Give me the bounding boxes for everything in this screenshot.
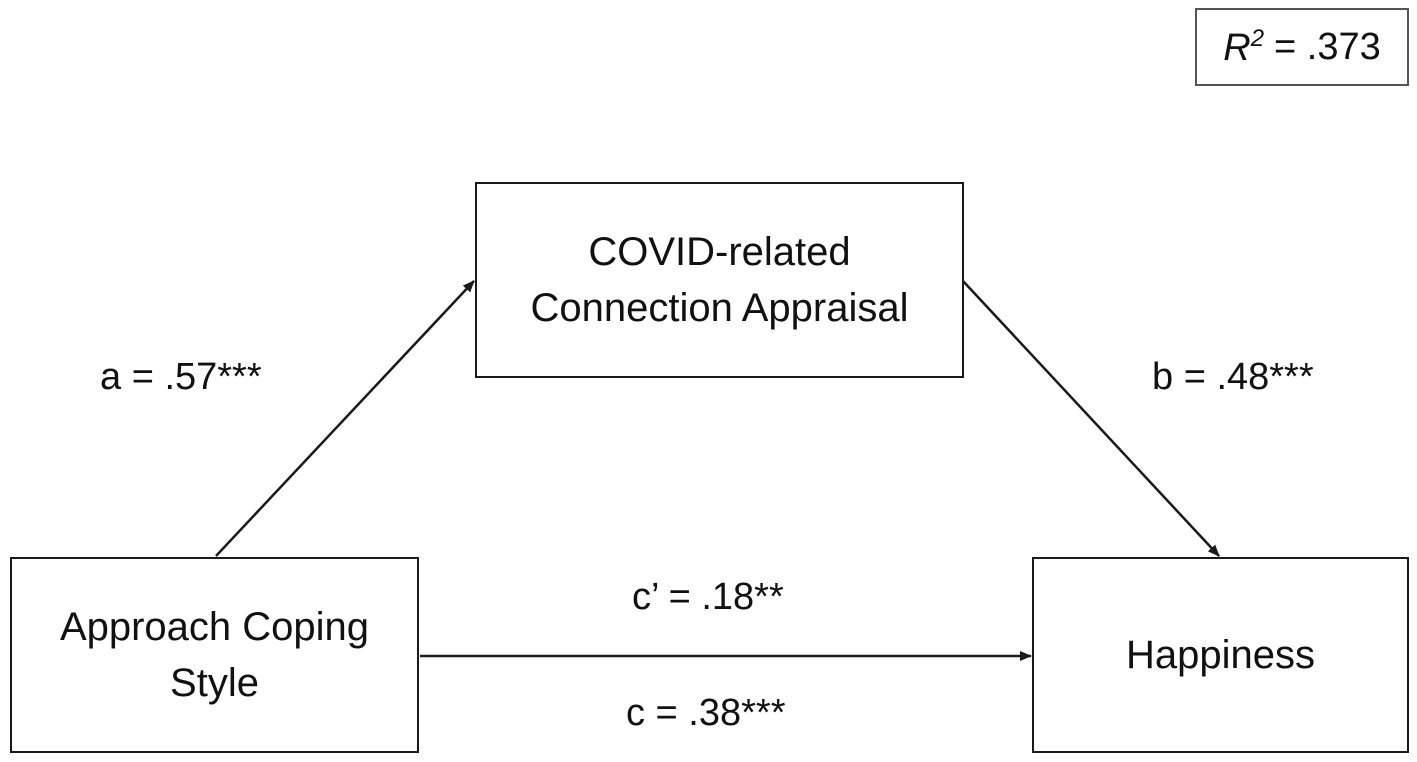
r-squared-value: = .373 <box>1274 25 1381 68</box>
r-squared-symbol: R2 <box>1223 24 1265 69</box>
predictor-box: Approach Coping Style <box>10 557 419 753</box>
mediator-label-line2: Connection Appraisal <box>530 286 909 330</box>
outcome-box: Happiness <box>1032 557 1409 753</box>
path-c-label: c = .38*** <box>626 692 786 734</box>
path-b-arrow <box>962 280 1220 557</box>
predictor-label-line2: Style <box>170 661 259 705</box>
mediator-box: COVID-related Connection Appraisal <box>475 182 964 378</box>
mediator-label-line1: COVID-related <box>588 230 851 274</box>
path-b-label: b = .48*** <box>1152 356 1314 398</box>
r-squared-exponent: 2 <box>1250 24 1265 52</box>
predictor-label-line1: Approach Coping <box>59 605 370 649</box>
path-a-arrow <box>215 280 475 557</box>
r-squared-box: R2 = .373 <box>1195 8 1409 86</box>
path-a-label: a = .57*** <box>100 356 262 398</box>
outcome-label: Happiness <box>1125 633 1315 677</box>
path-c-prime-label: c’ = .18** <box>632 576 784 618</box>
